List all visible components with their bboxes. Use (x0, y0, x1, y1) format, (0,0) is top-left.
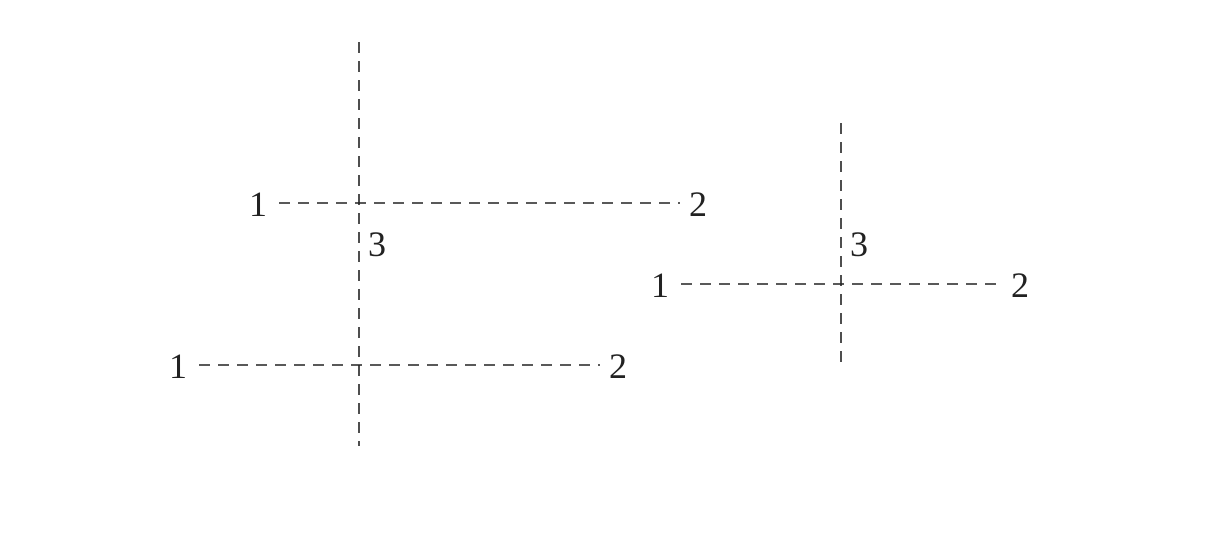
right-vertical-label: 3 (850, 224, 868, 264)
right-end-label: 2 (1011, 265, 1029, 305)
left-group: 1 2 3 1 2 (169, 42, 707, 446)
left-lower-end-label: 2 (609, 346, 627, 386)
left-upper-start-label: 1 (249, 184, 267, 224)
left-upper-end-label: 2 (689, 184, 707, 224)
right-group: 1 2 3 (651, 123, 1029, 366)
left-vertical-label: 3 (368, 224, 386, 264)
left-lower-start-label: 1 (169, 346, 187, 386)
right-start-label: 1 (651, 265, 669, 305)
